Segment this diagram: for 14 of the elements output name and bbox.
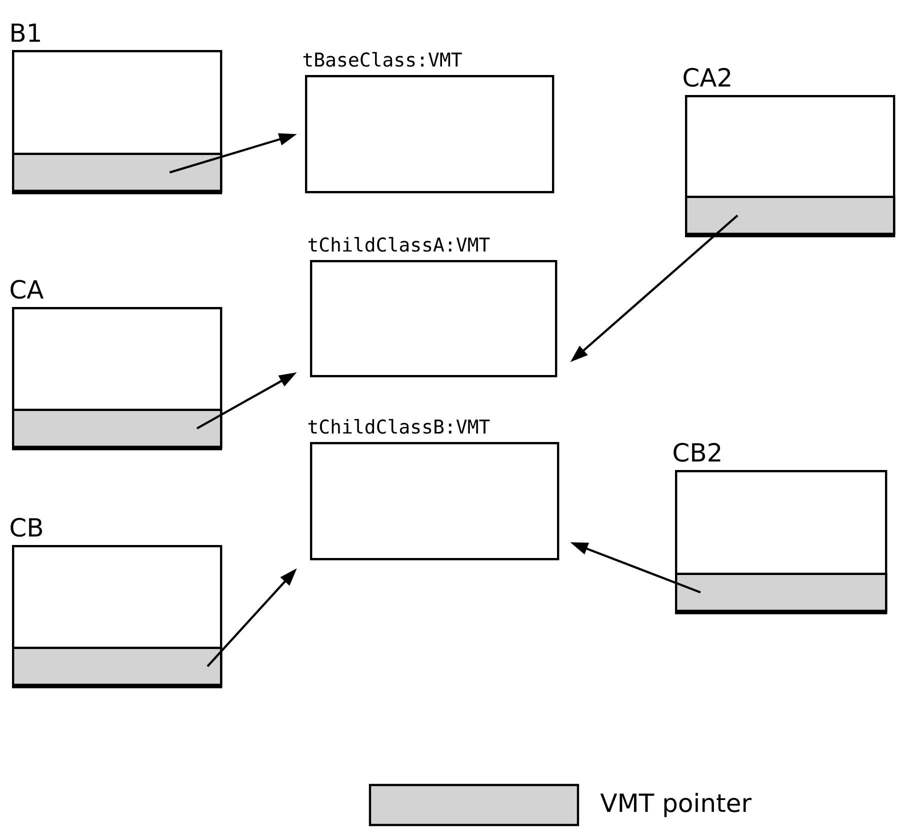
- heading: CB2: [674, 442, 720, 462]
- heading: CA2: [684, 68, 730, 87]
- heading: CB: [10, 518, 42, 537]
- heading: tBaseClass:VMT: [303, 52, 462, 67]
- legend-label: VMT pointer: [600, 792, 752, 818]
- heading: B1: [12, 24, 40, 42]
- pointer-field: [12, 646, 222, 686]
- heading: CA: [10, 280, 44, 299]
- heading: tChildClassB:VMT: [308, 419, 490, 434]
- pointer-field: [12, 152, 222, 192]
- pointer-field: [12, 408, 222, 448]
- pointer-field: [675, 572, 888, 612]
- heading: tChildClassA:VMT: [308, 237, 490, 252]
- pointer-field: [685, 196, 896, 235]
